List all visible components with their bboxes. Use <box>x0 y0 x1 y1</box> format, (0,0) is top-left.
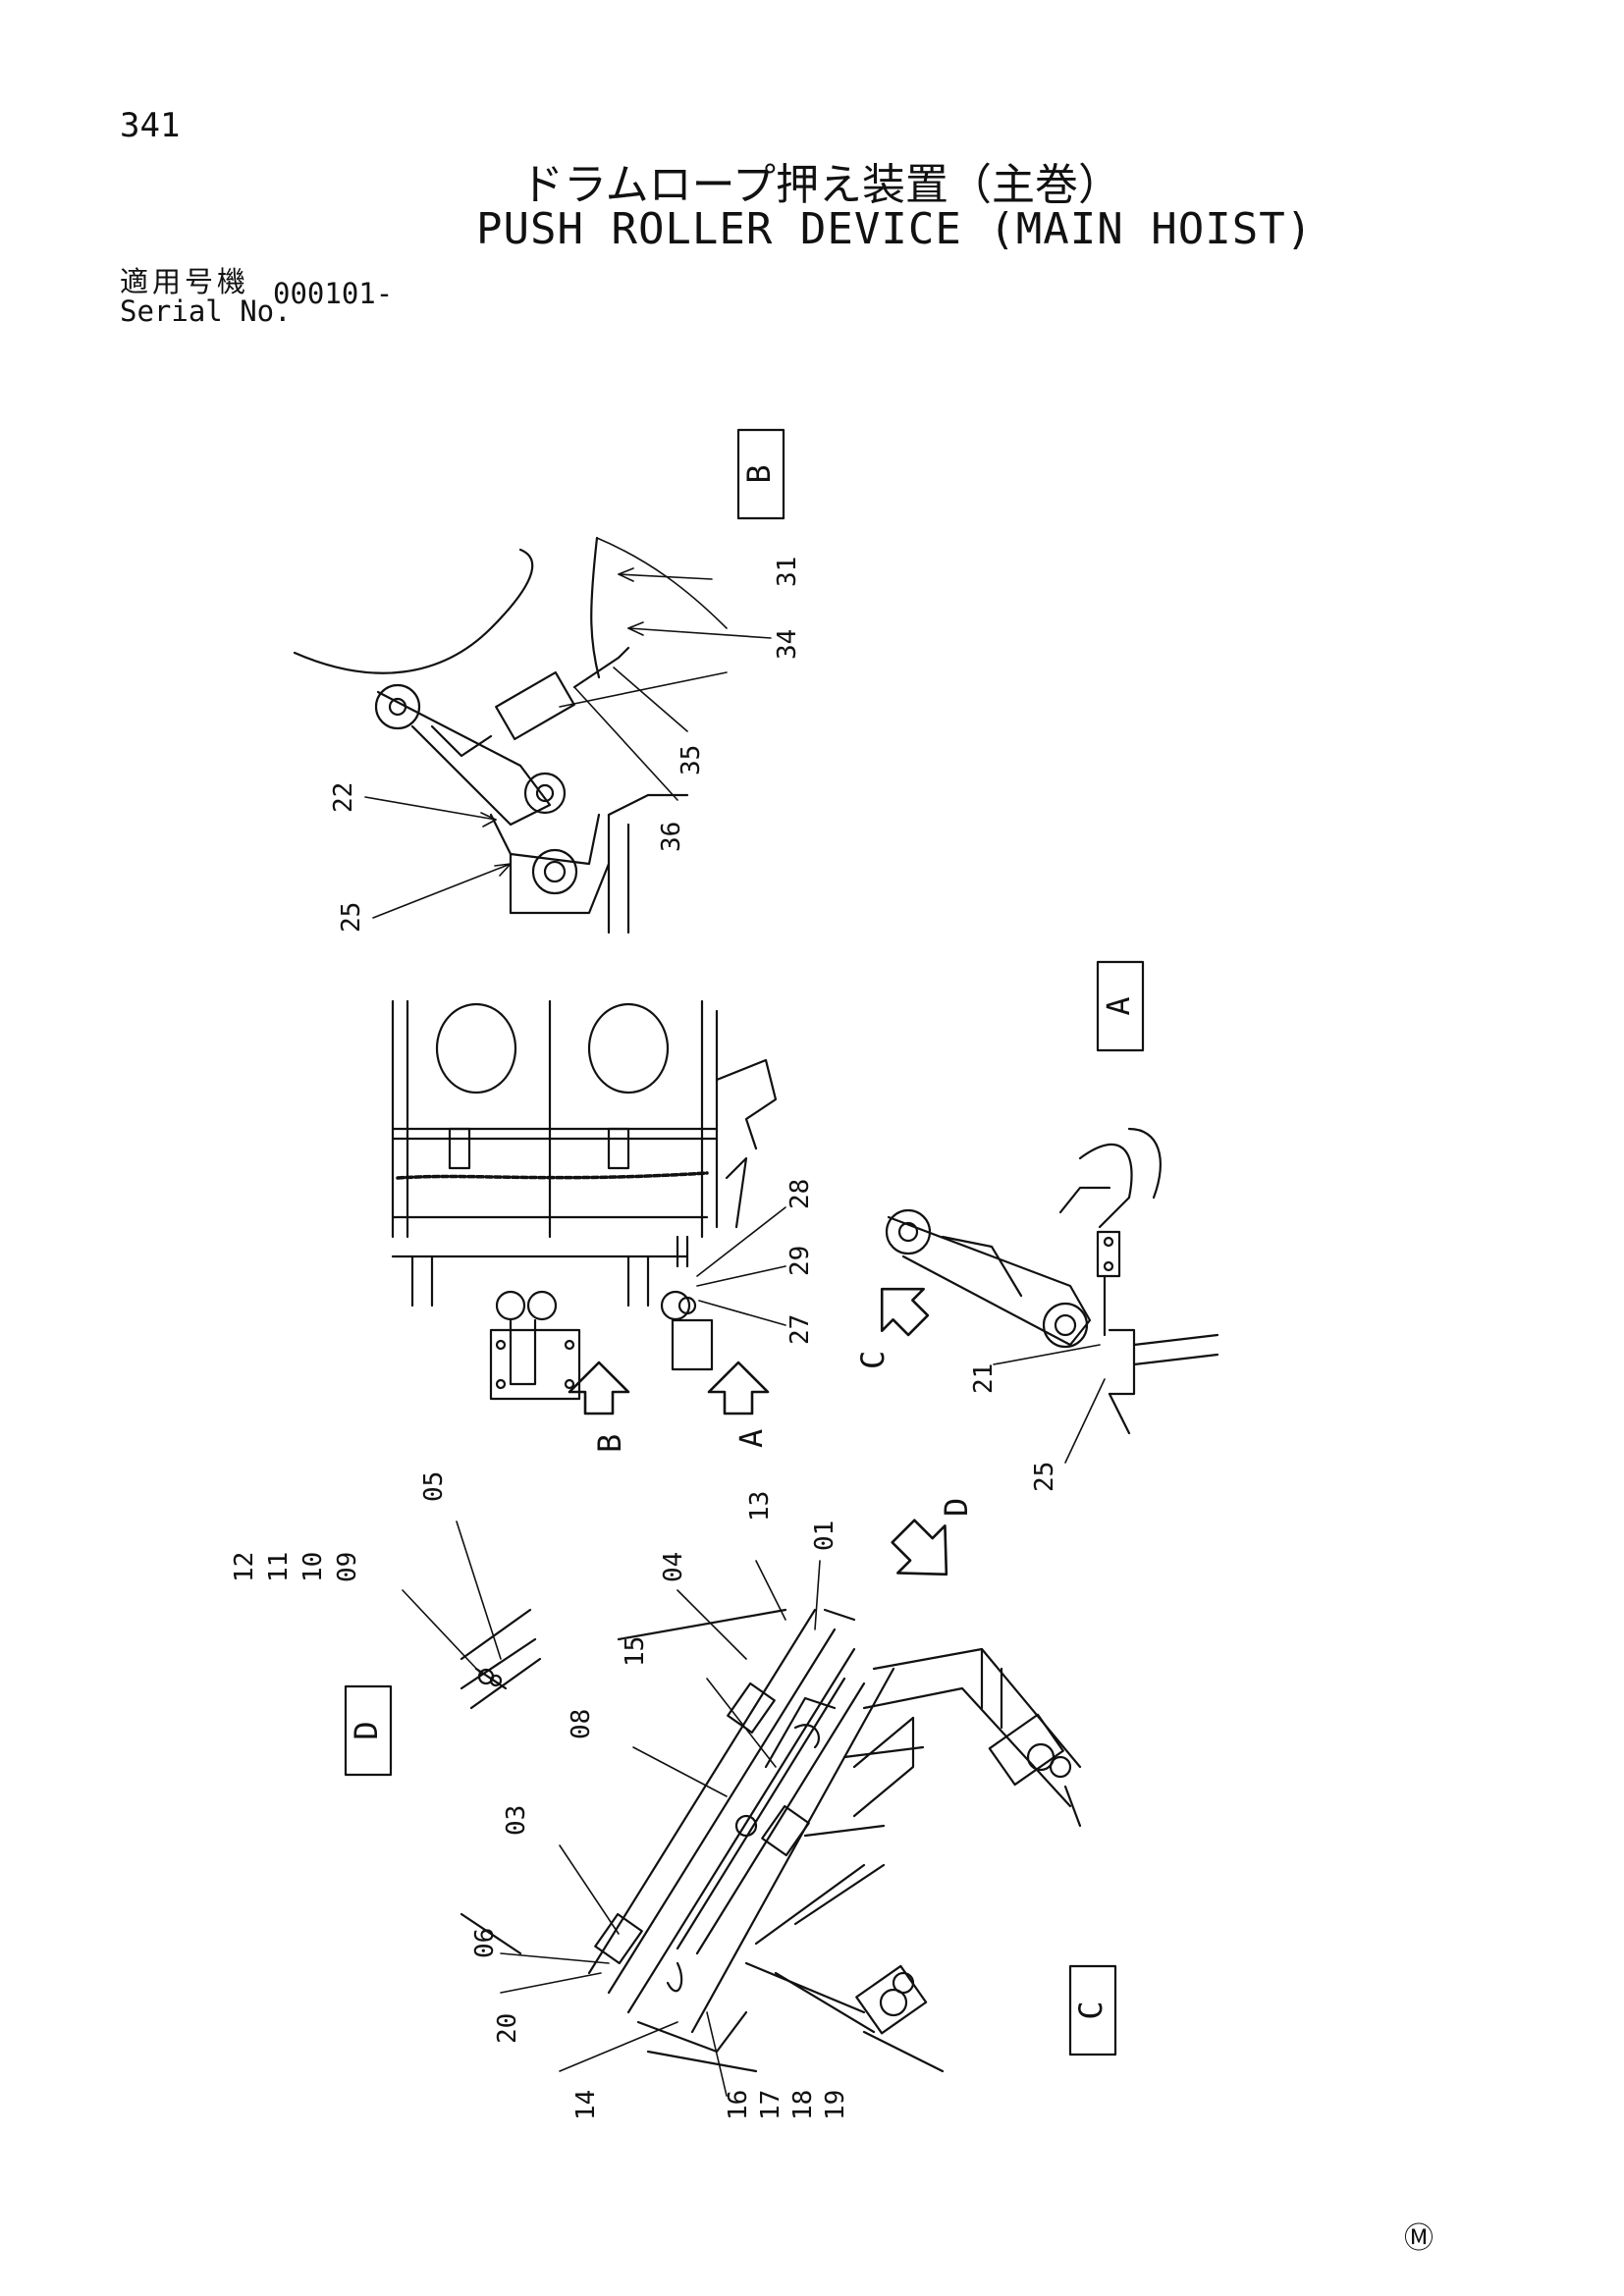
callout-19: 19 <box>821 2090 850 2120</box>
callout-21: 21 <box>969 1363 999 1394</box>
manufacturer-mark: Ⓜ <box>1404 2221 1434 2256</box>
callout-17: 17 <box>756 2090 785 2120</box>
callout-27: 27 <box>785 1314 815 1345</box>
callout-08: 08 <box>567 1709 596 1739</box>
view-boxes: B A D C <box>344 428 1145 2056</box>
callout-14: 14 <box>571 2090 601 2120</box>
arrow-label-d: D <box>938 1498 975 1517</box>
leader-lines <box>364 567 1106 2097</box>
callout-01: 01 <box>810 1521 839 1551</box>
serial-number-value: 000101- <box>273 277 394 310</box>
callout-12: 12 <box>230 1552 259 1582</box>
callout-25-top: 25 <box>337 902 366 933</box>
arrow-c <box>880 1287 930 1337</box>
callout-labels: 31 34 35 36 22 25 28 29 27 21 25 05 12 1… <box>230 557 1059 2120</box>
title-japanese: ドラムロープ押え装置（主巻） <box>520 160 1122 210</box>
serial-label-english: Serial No. <box>120 294 292 328</box>
callout-20: 20 <box>493 2013 522 2044</box>
callout-13: 13 <box>745 1491 775 1522</box>
view-c-drawing <box>460 1608 1082 2073</box>
serial-label-japanese: 適用号機 <box>120 265 250 298</box>
callout-18: 18 <box>788 2090 818 2120</box>
view-b-drawing <box>293 536 728 934</box>
arrow-d <box>891 1519 948 1576</box>
callout-04: 04 <box>659 1552 688 1582</box>
main-side-view <box>391 999 778 1401</box>
callout-36: 36 <box>657 822 686 852</box>
title-english: PUSH ROLLER DEVICE (MAIN HOIST) <box>476 204 1314 254</box>
callout-10: 10 <box>298 1552 328 1582</box>
callout-29: 29 <box>785 1246 815 1276</box>
callout-15: 15 <box>621 1636 650 1667</box>
callout-06: 06 <box>470 1928 500 1958</box>
arrow-a <box>707 1361 770 1415</box>
callout-16: 16 <box>724 2090 753 2120</box>
arrow-label-a: A <box>732 1429 770 1448</box>
callout-05: 05 <box>419 1471 449 1502</box>
view-label-b: B <box>740 464 778 483</box>
view-label-a: A <box>1100 996 1137 1015</box>
callout-09: 09 <box>333 1552 362 1582</box>
callout-35: 35 <box>677 745 706 775</box>
callout-31: 31 <box>773 557 802 587</box>
view-a-drawing <box>885 1127 1219 1435</box>
callout-11: 11 <box>264 1552 294 1582</box>
callout-22: 22 <box>329 782 358 813</box>
view-label-d: D <box>348 1721 385 1739</box>
view-label-c: C <box>1072 2001 1110 2019</box>
arrow-label-b: B <box>591 1434 628 1453</box>
page-number: 341 <box>120 106 181 145</box>
callout-28: 28 <box>785 1179 815 1209</box>
view-d-detail <box>460 1608 542 1710</box>
callout-03: 03 <box>502 1805 531 1836</box>
callout-25-right: 25 <box>1030 1462 1059 1492</box>
callout-34: 34 <box>773 629 802 660</box>
arrow-label-c: C <box>854 1351 892 1369</box>
arrow-b <box>568 1361 630 1415</box>
direction-arrows: C B A D <box>568 1287 975 1576</box>
